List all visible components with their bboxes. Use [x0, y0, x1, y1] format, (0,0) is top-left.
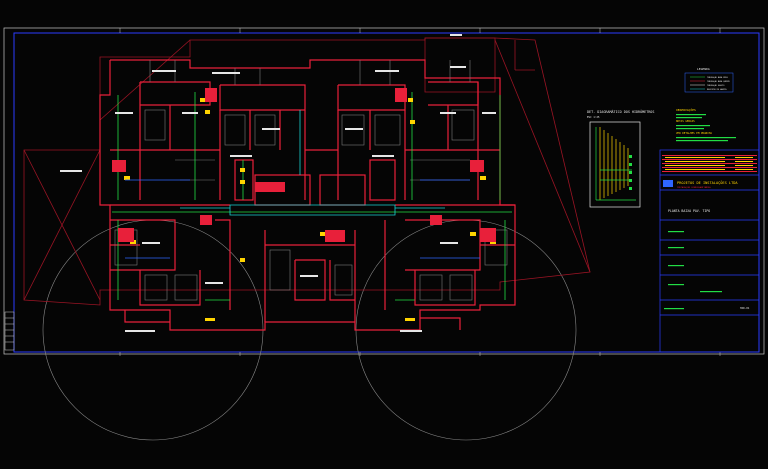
- room-labels: [60, 34, 496, 332]
- left-stamp: [4, 311, 15, 351]
- detail-scale: ESC 1:25: [587, 115, 600, 119]
- frame-ticks: [119, 28, 721, 356]
- title-fields: [664, 231, 722, 310]
- pipe-hot-water: [180, 110, 445, 216]
- notes-lines: [676, 114, 736, 142]
- detail-title: DET. DIAGRAMÁTICO DOS HIDRÔMETROS: [587, 109, 654, 114]
- fixture-markers-red: [112, 88, 496, 242]
- notes-heading-1: OBSERVAÇÕES: [676, 107, 696, 112]
- floor-plan-interior: [114, 60, 508, 301]
- company-name: PROJETOS DE INSTALAÇÕES LTDA: [677, 180, 738, 185]
- legend-item-2: TUBULAÇÃO ÁGUA QUENTE: [707, 80, 730, 83]
- legend-title: LEGENDA: [697, 67, 710, 71]
- company-logo: [663, 180, 673, 187]
- legend-item-3: TUBULAÇÃO ESGOTO: [707, 84, 724, 87]
- notes-heading-2: NOTAS GERAIS: [676, 119, 695, 123]
- sheet-outer-frame: [3, 27, 765, 355]
- sheet-title: PLANTA BAIXA PAV. TIPO: [668, 209, 710, 213]
- legend-box: [684, 72, 734, 93]
- hydrometer-detail: [589, 121, 641, 208]
- notes-heading-3: VER DETALHES EM PRANCHA: [676, 131, 712, 135]
- legend-item-4: REGISTRO DE GAVETA: [707, 88, 727, 91]
- legend-item-1: TUBULAÇÃO ÁGUA FRIA: [707, 76, 728, 79]
- revision-table: [662, 155, 757, 172]
- hydrometer-meters: [629, 155, 632, 190]
- sheet-code: HID-01: [740, 306, 750, 310]
- title-block: [659, 149, 760, 353]
- revision-text: [665, 157, 753, 170]
- company-subtitle: INSTALAÇÕES HIDROSSANITÁRIAS: [677, 186, 712, 189]
- pipe-blue: [125, 179, 480, 259]
